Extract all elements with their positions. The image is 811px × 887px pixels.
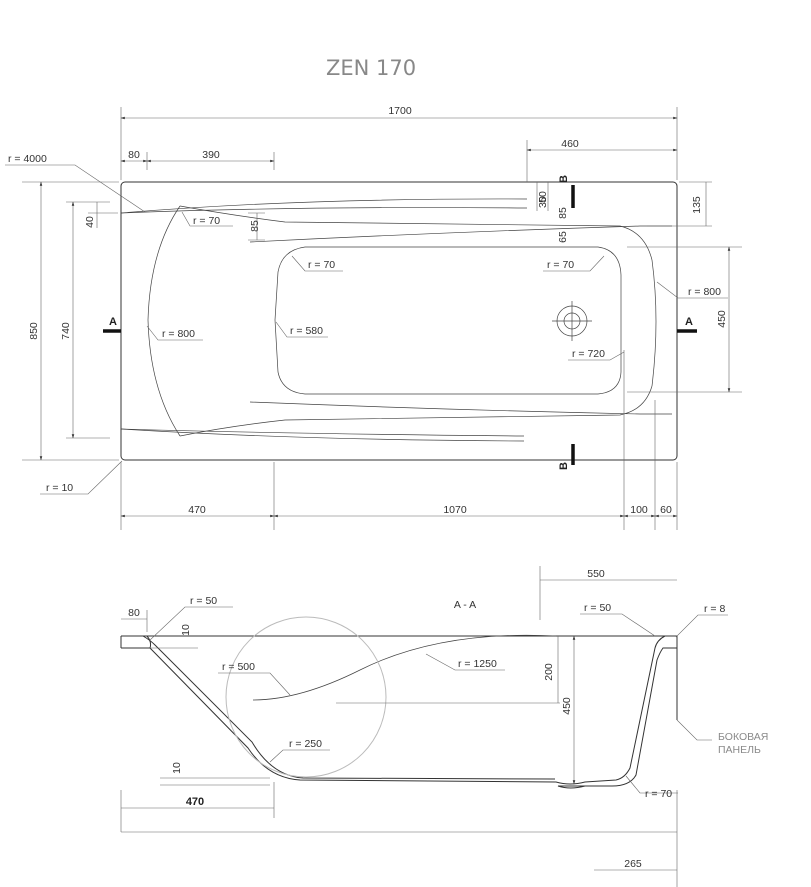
- dim-850: 850: [28, 322, 40, 340]
- dim-740: 740: [60, 322, 72, 340]
- dim-1070: 1070: [443, 504, 467, 516]
- side-panel-label-2: ПАНЕЛЬ: [718, 744, 761, 756]
- section-label-a-left: A: [109, 316, 117, 328]
- dim-50: 50: [537, 191, 549, 203]
- drawing-title: ZEN 170: [326, 56, 416, 80]
- dim-85-b: 85: [557, 207, 569, 219]
- radius-720: r = 720: [572, 348, 605, 360]
- dim-450-section: 450: [561, 697, 573, 715]
- bowl-outline-right: [651, 259, 657, 387]
- radius-50-left: r = 50: [190, 595, 217, 607]
- dim-80-top: 80: [128, 149, 140, 161]
- shelf-line-top: [249, 225, 672, 243]
- radius-70-basin-left: r = 70: [308, 259, 335, 271]
- section-title: A - A: [454, 599, 476, 611]
- section-label-b-top: B: [558, 175, 570, 183]
- dim-460: 460: [561, 138, 579, 150]
- radius-800-right: r = 800: [688, 286, 721, 298]
- dim-100: 100: [630, 504, 648, 516]
- dim-450-plan: 450: [716, 310, 728, 328]
- bowl-outline-left: [147, 205, 181, 437]
- section-view: A - A 550 80 10 r = 50: [120, 566, 768, 887]
- radius-800-left: r = 800: [162, 328, 195, 340]
- bowl-outline-top: [179, 205, 653, 261]
- section-tub-profile: [146, 635, 678, 789]
- bowl-outline-bottom: [179, 385, 653, 437]
- rim-curve-bottom-left-2: [120, 428, 525, 437]
- rim-curve-top-left: [120, 198, 528, 214]
- section-label-b-bottom: B: [558, 462, 570, 470]
- dim-65: 65: [557, 231, 569, 243]
- dim-200: 200: [543, 663, 555, 681]
- dim-550: 550: [587, 568, 605, 580]
- bathtub-outer-rim: [120, 181, 678, 461]
- radius-10: r = 10: [46, 482, 73, 494]
- dim-10-bottom: 10: [171, 762, 183, 774]
- dim-470-section: 470: [186, 796, 204, 808]
- radius-50-right: r = 50: [584, 602, 611, 614]
- radius-580: r = 580: [290, 325, 323, 337]
- dim-135: 135: [691, 196, 703, 214]
- section-radius-circle: [225, 616, 387, 778]
- dim-265: 265: [624, 858, 642, 870]
- radius-4000: r = 4000: [8, 153, 47, 165]
- dim-30: 30: [537, 196, 549, 208]
- radius-500: r = 500: [222, 661, 255, 673]
- shelf-line-bottom: [249, 401, 672, 415]
- plan-view: A A B B 1700 80 390 460 50 30 85 65 85: [5, 105, 742, 530]
- dim-85-a: 85: [249, 220, 261, 232]
- basin-floor: [274, 246, 622, 395]
- radius-1250: r = 1250: [458, 658, 497, 670]
- radius-70-basin-right: r = 70: [547, 259, 574, 271]
- radius-8: r = 8: [704, 603, 725, 615]
- section-headrest-curve: [252, 634, 557, 701]
- dim-1700: 1700: [388, 105, 412, 117]
- dim-40: 40: [84, 216, 96, 228]
- dim-470-plan: 470: [188, 504, 206, 516]
- dim-80-section: 80: [128, 607, 140, 619]
- section-label-a-right: A: [685, 316, 693, 328]
- dim-60: 60: [660, 504, 672, 516]
- side-panel-label-1: БОКОВАЯ: [718, 731, 768, 743]
- rim-curve-bottom-left: [120, 428, 525, 442]
- radius-70-rim: r = 70: [193, 215, 220, 227]
- dim-10-top: 10: [180, 624, 192, 636]
- rim-curve-top-left-2: [120, 207, 528, 214]
- radius-70-section: r = 70: [645, 788, 672, 800]
- dim-390: 390: [202, 149, 220, 161]
- radius-250: r = 250: [289, 738, 322, 750]
